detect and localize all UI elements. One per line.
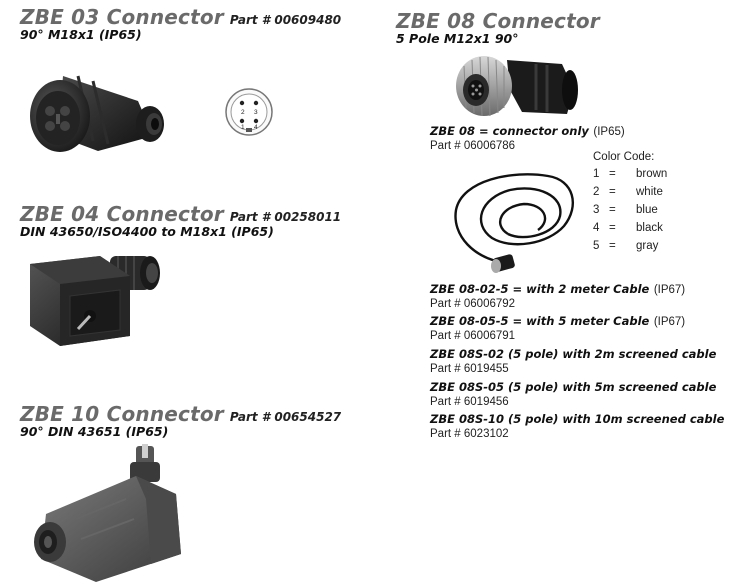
cable-rating: (IP67): [653, 316, 686, 328]
color-code-row: 3 = blue: [593, 204, 667, 222]
pin-label-3: 3: [254, 109, 258, 116]
zbe04-part-number: Part # 00258011: [229, 210, 342, 224]
color-code-eq: =: [609, 186, 616, 198]
color-code-num: 5: [593, 240, 600, 252]
cable-part: Part # 06006791: [430, 330, 516, 342]
color-code-color: blue: [636, 204, 658, 216]
color-code-row: 2 = white: [593, 186, 667, 204]
cable-rating: (IP67): [653, 284, 686, 296]
cable-label: ZBE 08S-10 (5 pole) with 10m screened ca…: [430, 412, 725, 426]
color-code-list: 1 = brown 2 = white 3 = blue 4 = black 5 = gray: [593, 168, 667, 258]
pin-label-1: 1: [241, 124, 245, 131]
zbe03-part-number: Part # 00609480: [229, 13, 342, 27]
color-code-color: brown: [636, 168, 668, 180]
zbe03-pin-diagram: 2 3 1 4: [225, 88, 273, 136]
color-code-eq: =: [609, 168, 616, 180]
zbe04-title: ZBE 04 Connector: [20, 202, 224, 226]
cable-label: ZBE 08-05-5 = with 5 meter Cable: [430, 314, 650, 328]
color-code-color: gray: [636, 240, 659, 252]
color-code-num: 3: [593, 204, 600, 216]
color-code-num: 2: [593, 186, 600, 198]
cable-item-4: ZBE 08S-10 (5 pole) with 10m screened ca…: [430, 412, 724, 426]
zbe10-subtitle: 90° DIN 43651 (IP65): [20, 424, 169, 439]
cable-part: Part # 06006792: [430, 298, 516, 310]
zbe08-connector-only: ZBE 08 = connector only (IP65): [430, 124, 625, 139]
pin-label-4: 4: [254, 124, 258, 131]
zbe08-cable-image: [454, 173, 574, 273]
cable-label: ZBE 08S-02 (5 pole) with 2m screened cab…: [430, 347, 717, 361]
color-code-title: Color Code:: [593, 151, 655, 163]
cable-part: Part # 6023102: [430, 428, 509, 440]
cable-item-3: ZBE 08S-05 (5 pole) with 5m screened cab…: [430, 380, 716, 394]
zbe04-connector-image: [30, 256, 160, 346]
zbe08-subtitle: 5 Pole M12x1 90°: [396, 31, 519, 46]
color-code-eq: =: [609, 240, 616, 252]
color-code-row: 4 = black: [593, 222, 667, 240]
color-code-eq: =: [609, 204, 616, 216]
zbe04-header: ZBE 04 Connector Part # 00258011: [20, 202, 341, 226]
cable-part: Part # 6019455: [430, 363, 509, 375]
zbe10-part-number: Part # 00654527: [229, 410, 342, 424]
cable-item-1: ZBE 08-05-5 = with 5 meter Cable (IP67): [430, 314, 685, 329]
color-code-color: white: [636, 186, 663, 198]
cable-item-0: ZBE 08-02-5 = with 2 meter Cable (IP67): [430, 282, 685, 297]
zbe03-title: ZBE 03 Connector: [20, 5, 224, 29]
color-code-row: 5 = gray: [593, 240, 667, 258]
cable-part: Part # 6019456: [430, 396, 509, 408]
color-code-num: 1: [593, 168, 600, 180]
zbe03-header: ZBE 03 Connector Part # 00609480: [20, 5, 341, 29]
zbe08-connector-only-label: ZBE 08 = connector only: [430, 124, 589, 138]
zbe10-header: ZBE 10 Connector Part # 00654527: [20, 402, 341, 426]
color-code-eq: =: [609, 222, 616, 234]
zbe04-subtitle: DIN 43650/ISO4400 to M18x1 (IP65): [20, 224, 274, 239]
color-code-num: 4: [593, 222, 600, 234]
zbe10-connector-image: [34, 444, 181, 582]
pin-label-2: 2: [241, 109, 245, 116]
zbe08-title: ZBE 08 Connector: [396, 9, 600, 33]
color-code-row: 1 = brown: [593, 168, 667, 186]
color-code-color: black: [636, 222, 663, 234]
cable-item-2: ZBE 08S-02 (5 pole) with 2m screened cab…: [430, 347, 716, 361]
zbe08-connector-only-rating: (IP65): [593, 126, 625, 138]
zbe03-subtitle: 90° M18x1 (IP65): [20, 27, 142, 42]
zbe08-connector-image: [456, 56, 578, 117]
zbe08-connector-only-part: Part # 06006786: [430, 140, 516, 152]
cable-label: ZBE 08S-05 (5 pole) with 5m screened cab…: [430, 380, 717, 394]
zbe03-connector-image: [30, 75, 164, 152]
cable-label: ZBE 08-02-5 = with 2 meter Cable: [430, 282, 650, 296]
zbe10-title: ZBE 10 Connector: [20, 402, 224, 426]
